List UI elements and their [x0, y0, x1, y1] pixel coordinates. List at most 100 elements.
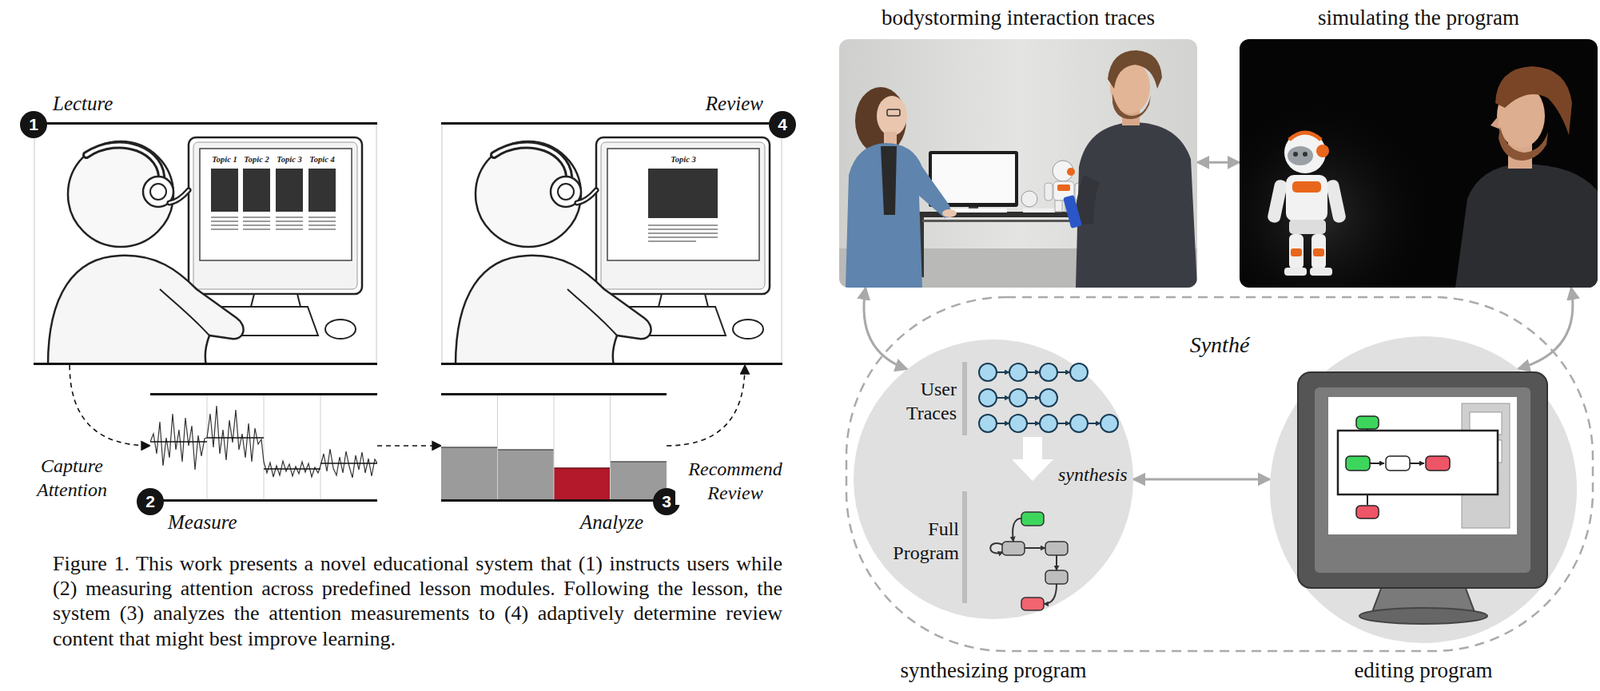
polyline-shape: [150, 413, 207, 470]
path-shape: [845, 143, 951, 288]
circle-shape: [1269, 336, 1577, 644]
side-label: User Traces: [892, 377, 957, 426]
line-shape: [441, 122, 783, 125]
g-shape: [210, 216, 336, 231]
photo-panel: bodystorming interaction traces: [839, 3, 1198, 288]
line-shape: [33, 362, 378, 366]
rect-shape: [1289, 234, 1304, 270]
line-shape: [150, 441, 207, 443]
rect-shape: [275, 224, 303, 227]
rect-shape: [441, 447, 498, 502]
screen-topic-label: Topic 4: [304, 154, 340, 165]
rect-shape: [1289, 219, 1326, 235]
line-shape: [1057, 422, 1071, 425]
circle-shape: [1293, 151, 1298, 157]
double-arrow: [1133, 477, 1270, 481]
line-shape: [497, 393, 498, 502]
editor-circle: [1269, 336, 1577, 644]
polyline-shape: [263, 461, 321, 478]
rect-shape: [275, 216, 303, 219]
rect-shape: [887, 109, 900, 116]
side-label: Full Program: [887, 517, 960, 566]
circle-shape: [979, 363, 997, 382]
g-shape: [979, 363, 1119, 433]
analyze-chart: Analyze: [441, 393, 667, 534]
path-shape: [1075, 122, 1198, 288]
screen-topic-label: Topic 3: [665, 154, 701, 165]
lecture-panel: Lecture: [33, 89, 378, 366]
rect-shape: [1285, 175, 1328, 222]
rect-shape: [308, 228, 336, 231]
chart-label: Analyze: [571, 509, 644, 535]
double-arrow: [1197, 161, 1240, 164]
circle-shape: [1039, 414, 1058, 433]
line-shape: [996, 397, 1010, 399]
dashed-flow-arrow: [69, 365, 151, 446]
callout-number: 1: [19, 111, 48, 139]
line-shape: [33, 122, 378, 125]
attention-signal-chart: [150, 393, 378, 502]
circle-shape: [1302, 151, 1308, 157]
rect-shape: [210, 216, 239, 219]
rect-shape: [210, 224, 239, 227]
rect-shape: [308, 216, 336, 219]
line-shape: [263, 468, 321, 470]
g-shape: [839, 39, 1198, 288]
rect-shape: [1044, 183, 1053, 201]
line-shape: [1409, 462, 1425, 465]
rect-shape: [242, 216, 271, 219]
line-shape: [441, 393, 667, 396]
circle-shape: [979, 414, 997, 433]
rect-shape: [931, 154, 1015, 203]
g-shape: [150, 413, 207, 470]
path-shape: [880, 146, 897, 215]
rect-shape: [1314, 387, 1531, 574]
line-shape: [1026, 371, 1040, 374]
photo-heading: bodystorming interaction traces: [839, 4, 1198, 32]
rect-shape: [648, 224, 718, 227]
line-shape: [1026, 397, 1040, 399]
double-arrow: [1517, 287, 1573, 370]
line-shape: [441, 446, 498, 449]
rect-shape: [1292, 181, 1322, 193]
path-shape: [1112, 93, 1151, 120]
rect-shape: [962, 491, 968, 604]
g-shape: [1367, 429, 1425, 506]
circle-shape: [979, 389, 997, 407]
line-shape: [553, 393, 555, 502]
rect-shape: [648, 232, 718, 235]
path-shape: [1495, 66, 1573, 136]
lecture-illustration: [33, 89, 378, 366]
circle-shape: [853, 339, 1134, 620]
panel-heading: Review: [691, 91, 764, 116]
line-shape: [553, 467, 611, 470]
circle-shape: [1316, 144, 1330, 158]
path-shape: [1498, 127, 1549, 161]
line-shape: [1057, 371, 1071, 374]
dashed-flow-arrow: [377, 445, 442, 447]
screen-topic-label: Topic 3: [271, 154, 307, 165]
line-shape: [206, 437, 264, 439]
line-shape: [320, 462, 378, 465]
rect-shape: [1337, 430, 1498, 495]
rect-shape: [839, 39, 1198, 288]
rect-shape: [648, 240, 697, 243]
system-region: Synthé User TracessynthesisFull Programs…: [844, 295, 1595, 653]
rect-shape: [1309, 267, 1333, 276]
rect-shape: [1021, 512, 1044, 526]
rect-shape: [1356, 505, 1379, 519]
rect-shape: [275, 228, 303, 231]
photo-heading: simulating the program: [1239, 4, 1598, 32]
figure-caption: Figure 1. This work presents a novel edu…: [52, 551, 783, 652]
rect-shape: [210, 228, 239, 231]
rect-shape: [1045, 570, 1068, 585]
circle-shape: [1009, 414, 1027, 433]
line-shape: [1087, 422, 1101, 425]
attention-bar-chart: [441, 393, 667, 502]
path-shape: [1055, 555, 1058, 571]
use-shape: [47, 137, 363, 366]
circle-caption: synthesizing program: [821, 657, 1166, 685]
arrow-label: synthesis: [1058, 462, 1128, 487]
g-shape: [263, 461, 321, 478]
